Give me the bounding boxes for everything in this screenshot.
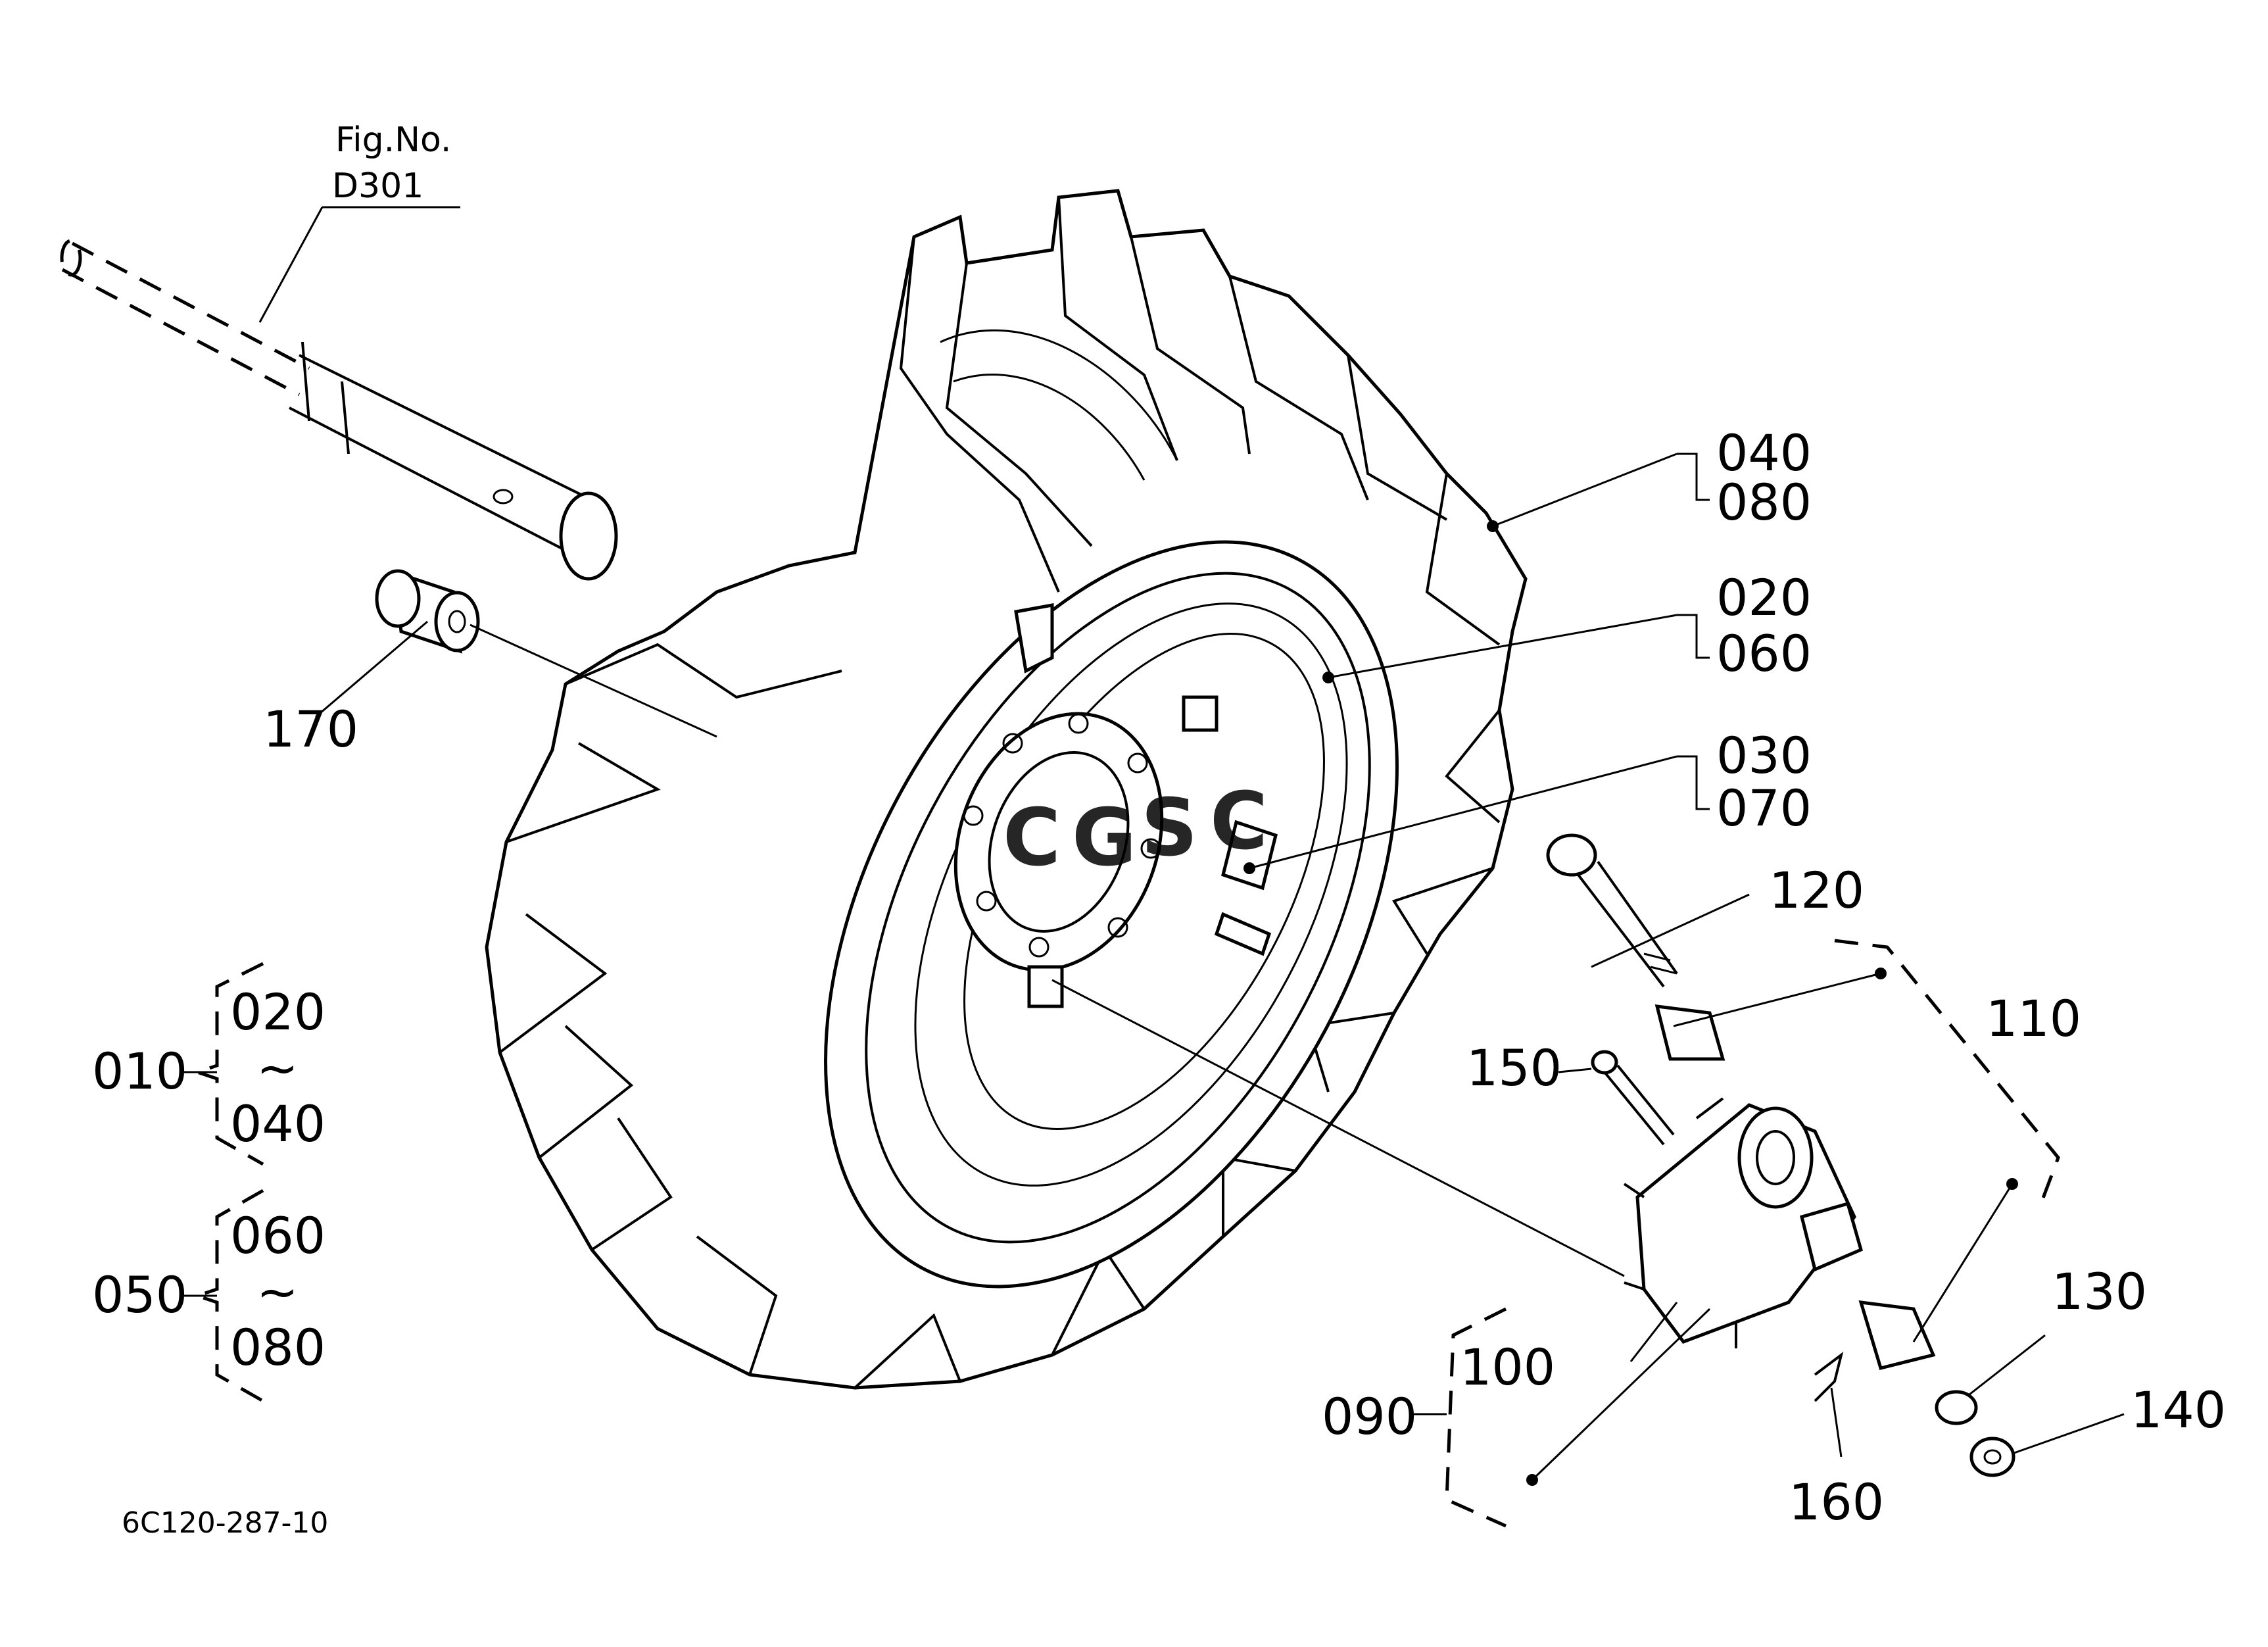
- callout-020: 020: [1716, 568, 1812, 627]
- assembly-050-from: 060: [230, 1206, 326, 1265]
- callout-100: 100: [1460, 1338, 1555, 1396]
- watermark-letter: G: [1072, 793, 1137, 884]
- callout-030: 030: [1716, 726, 1812, 785]
- callout-070: 070: [1716, 779, 1812, 837]
- clamp-block: [1654, 1004, 1725, 1061]
- axle-shaft: [60, 239, 618, 581]
- assembly-050-id: 050: [92, 1266, 187, 1324]
- callout-150: 150: [1466, 1039, 1562, 1097]
- callout-130: 130: [2052, 1262, 2147, 1321]
- leader-lines: [258, 206, 2125, 1486]
- wheel-hub: [1623, 1097, 1864, 1348]
- drawing-number: 6C120-287-10: [122, 1506, 328, 1540]
- callout-110: 110: [1986, 989, 2081, 1048]
- hex-nut: [1969, 1437, 2015, 1477]
- cotter-pin: [1814, 1352, 1844, 1402]
- assembly-010-to: 040: [230, 1094, 326, 1153]
- clamp-block-lower: [1858, 1300, 1936, 1371]
- callout-080: 080: [1716, 473, 1812, 531]
- assembly-050-sep: ~: [256, 1262, 299, 1321]
- spacer-collar: [375, 569, 480, 654]
- watermark: C G S C: [1003, 776, 1268, 884]
- assembly-010-from: 020: [230, 983, 326, 1041]
- watermark-letter: C: [1003, 793, 1061, 884]
- callout-040: 040: [1716, 424, 1812, 482]
- assembly-010-sep: ~: [256, 1039, 299, 1097]
- assembly-050-to: 080: [230, 1318, 326, 1377]
- assembly-braces: [184, 962, 264, 1403]
- watermark-letter: S: [1141, 783, 1197, 874]
- callout-brackets: [1414, 453, 2060, 1528]
- hub-pin: [1591, 1050, 1675, 1146]
- watermark-letter: C: [1210, 776, 1268, 868]
- callout-140: 140: [2131, 1381, 2226, 1439]
- callout-060: 060: [1716, 624, 1812, 683]
- assembly-010-id: 010: [92, 1042, 187, 1100]
- callout-160: 160: [1789, 1473, 1884, 1531]
- callout-090: 090: [1322, 1387, 1417, 1446]
- fig-ref-line1: Fig.No.: [335, 120, 451, 160]
- hex-nut-bore: [1983, 1449, 2002, 1465]
- wheel-rim: [824, 540, 1399, 1289]
- callout-120: 120: [1769, 861, 1864, 920]
- fig-ref-line2: D301: [332, 166, 423, 206]
- callout-170: 170: [263, 700, 358, 758]
- lock-washer: [1935, 1390, 1978, 1425]
- hub-bolt: [1546, 833, 1678, 988]
